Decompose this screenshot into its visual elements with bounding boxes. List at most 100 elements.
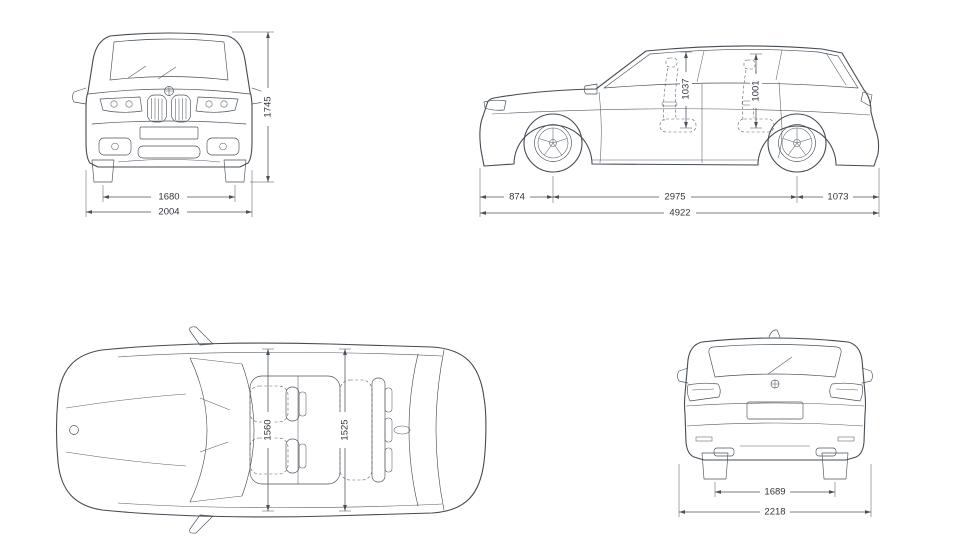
left-taillight-inner [691, 388, 715, 391]
label-mask [504, 191, 530, 203]
side-pillars [696, 49, 847, 86]
rear-track-dimension: 1689 [714, 482, 836, 498]
rear-bench-top [339, 377, 393, 483]
right-exhaust [815, 447, 837, 457]
shoulder-lines [117, 352, 443, 508]
rear-left-mirror [677, 367, 689, 384]
kidney-grille-right-slats [175, 98, 187, 120]
label-mask [659, 191, 691, 203]
front-windshield [109, 38, 229, 81]
front-license-plate [139, 126, 199, 140]
front-seat-dashed [659, 57, 697, 133]
front-wheel-spokes [538, 128, 568, 156]
front-wheel-rim [534, 124, 572, 162]
kidney-grille-right [171, 94, 191, 123]
bmw-roundel-cross [771, 380, 779, 388]
label-mask [664, 207, 696, 219]
label-mask [760, 506, 790, 518]
left-headlight-lens-icon [110, 100, 118, 108]
door-seams [598, 81, 783, 164]
front-left-tire [91, 159, 115, 183]
overall-length-label: 4922 [669, 208, 690, 219]
rear-right-tire [821, 452, 849, 480]
hood-creases [65, 393, 187, 467]
label-mask [680, 72, 692, 106]
left-mirror [72, 87, 87, 105]
front-intake-center [137, 145, 201, 159]
side-window-outline [603, 49, 859, 89]
label-mask [339, 412, 351, 448]
track-dim-label: 1680 [158, 192, 179, 203]
rear-license-plate [746, 401, 804, 420]
top-right-mirror [189, 514, 214, 534]
rear-car-drawing [677, 329, 873, 480]
right-taillight-inner [835, 388, 859, 391]
right-foglight-icon [219, 142, 227, 151]
extension-line [102, 185, 236, 202]
side-taillight [860, 91, 873, 107]
rear-body-outline [683, 337, 867, 461]
rear-view: 1689 2218 [677, 329, 873, 518]
right-headlight-lens-icon [205, 100, 213, 108]
rear-interior-width-dimension: 1525 [339, 348, 351, 512]
shark-fin-antenna-icon [768, 329, 781, 338]
label-mask [151, 206, 187, 218]
rear-window-arc [435, 349, 445, 511]
front-body-outline [85, 32, 253, 168]
front-door-handle [661, 101, 678, 107]
bmw-roundel-icon [69, 425, 79, 435]
wheelbase-label: 2975 [664, 192, 685, 203]
front-wipers [127, 65, 177, 80]
front-car-drawing [72, 32, 266, 183]
label-mask [750, 74, 762, 108]
front-height-dimension: 1745 [232, 31, 275, 183]
label-mask [823, 191, 853, 203]
rear-headroom-dimension: 1001 [750, 53, 762, 129]
shark-fin-antenna-icon [393, 425, 411, 435]
front-seats-top [249, 385, 307, 475]
extension-line [85, 170, 253, 217]
windshield-base-arc [189, 357, 208, 503]
bmw-roundel-cross [164, 86, 174, 96]
rear-right-mirror [861, 367, 873, 384]
rear-track-label: 1689 [764, 487, 785, 498]
front-wheel-tire [523, 113, 583, 173]
width-dim-label: 2004 [158, 207, 179, 218]
a-pillar-lines [189, 357, 243, 503]
label-mask [151, 191, 187, 203]
top-body-outline [55, 342, 487, 518]
rear-overhang-label: 1073 [827, 192, 848, 203]
left-foglight-icon [111, 142, 119, 151]
side-headlight [483, 99, 507, 111]
front-width-dimension: 2004 [85, 170, 253, 218]
front-track-dimension: 1680 [102, 185, 236, 203]
extension-line [678, 464, 872, 517]
right-reflector [837, 436, 855, 442]
roof-front-arc [241, 363, 255, 497]
label-mask [261, 88, 275, 126]
character-line [491, 108, 871, 116]
tailgate-seams [685, 402, 865, 427]
front-bumper-crease [91, 120, 247, 125]
height-dim-label: 1745 [263, 96, 274, 117]
rear-headroom-label: 1001 [751, 80, 762, 101]
rear-window [708, 344, 842, 378]
front-interior-width-dimension: 1560 [262, 348, 274, 512]
kidney-grille-left-slats [151, 98, 163, 120]
extension-line [479, 168, 880, 217]
left-exhaust [713, 447, 735, 457]
front-intake-left [98, 137, 132, 156]
left-headlight [99, 96, 143, 113]
roof-rear-arc [408, 353, 419, 507]
top-left-mirror [189, 326, 214, 346]
right-headlight [195, 96, 239, 113]
front-intake-right [206, 137, 240, 156]
front-headroom-label: 1037 [681, 78, 692, 99]
right-headlight-lens-icon [220, 100, 228, 108]
side-ground-dimensions: 874 2975 1073 4922 [479, 168, 880, 219]
front-overhang-label: 874 [509, 192, 525, 203]
front-right-tire [223, 159, 247, 183]
label-mask [262, 412, 274, 448]
extension-line [714, 482, 836, 497]
